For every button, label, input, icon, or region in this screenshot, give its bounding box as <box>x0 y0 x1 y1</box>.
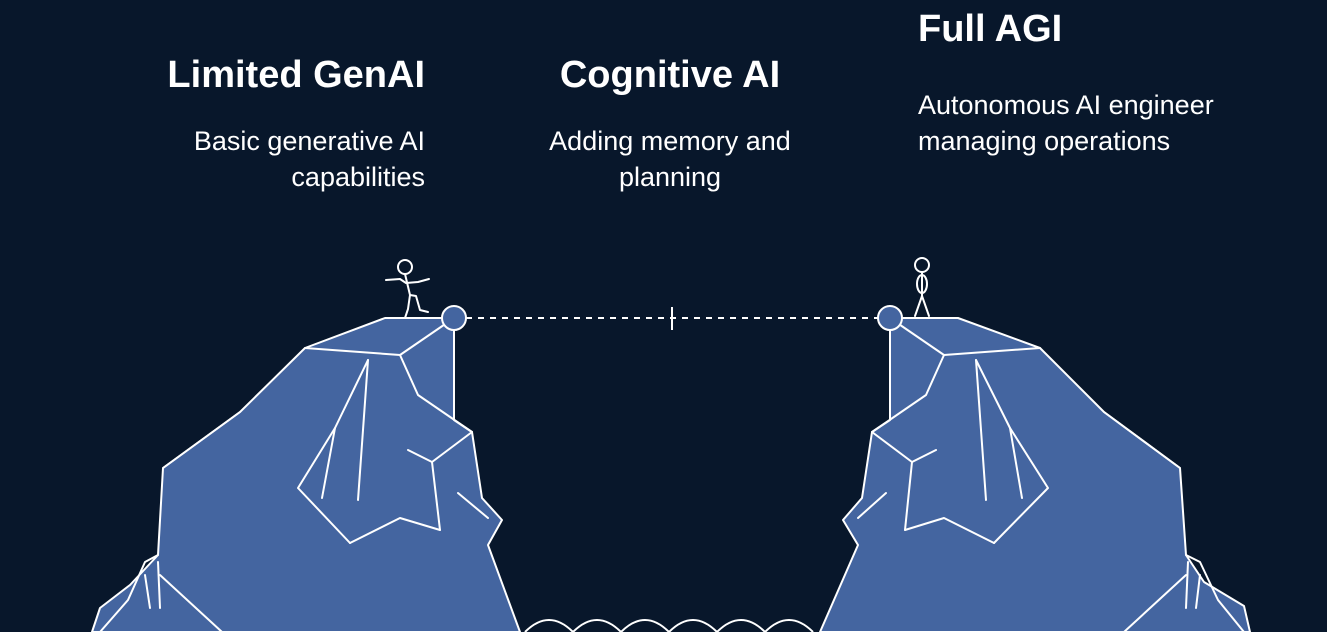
stage-full-agi: Full AGI Autonomous AI engineer managing… <box>918 10 1248 159</box>
water-waves <box>524 619 814 632</box>
stage-limited-genai: Limited GenAI Basic generative AI capabi… <box>120 56 425 196</box>
right-anchor-circle <box>877 305 903 331</box>
stage-description: Adding memory and planning <box>549 126 791 192</box>
stage-title: Cognitive AI <box>559 54 781 96</box>
stick-figure-standing-icon <box>914 257 930 317</box>
left-anchor-circle <box>441 305 467 331</box>
right-cliff <box>819 317 1251 632</box>
stage-description: Autonomous AI engineer managing operatio… <box>918 90 1214 157</box>
stage-title: Full AGI <box>918 8 1063 50</box>
left-cliff <box>91 317 521 632</box>
stage-description: Basic generative AI capabilities <box>193 126 425 192</box>
stage-title: Limited GenAI <box>167 54 425 96</box>
stage-cognitive-ai: Cognitive AI Adding memory and planning <box>510 56 830 196</box>
stick-figure-walking-icon <box>385 259 430 319</box>
